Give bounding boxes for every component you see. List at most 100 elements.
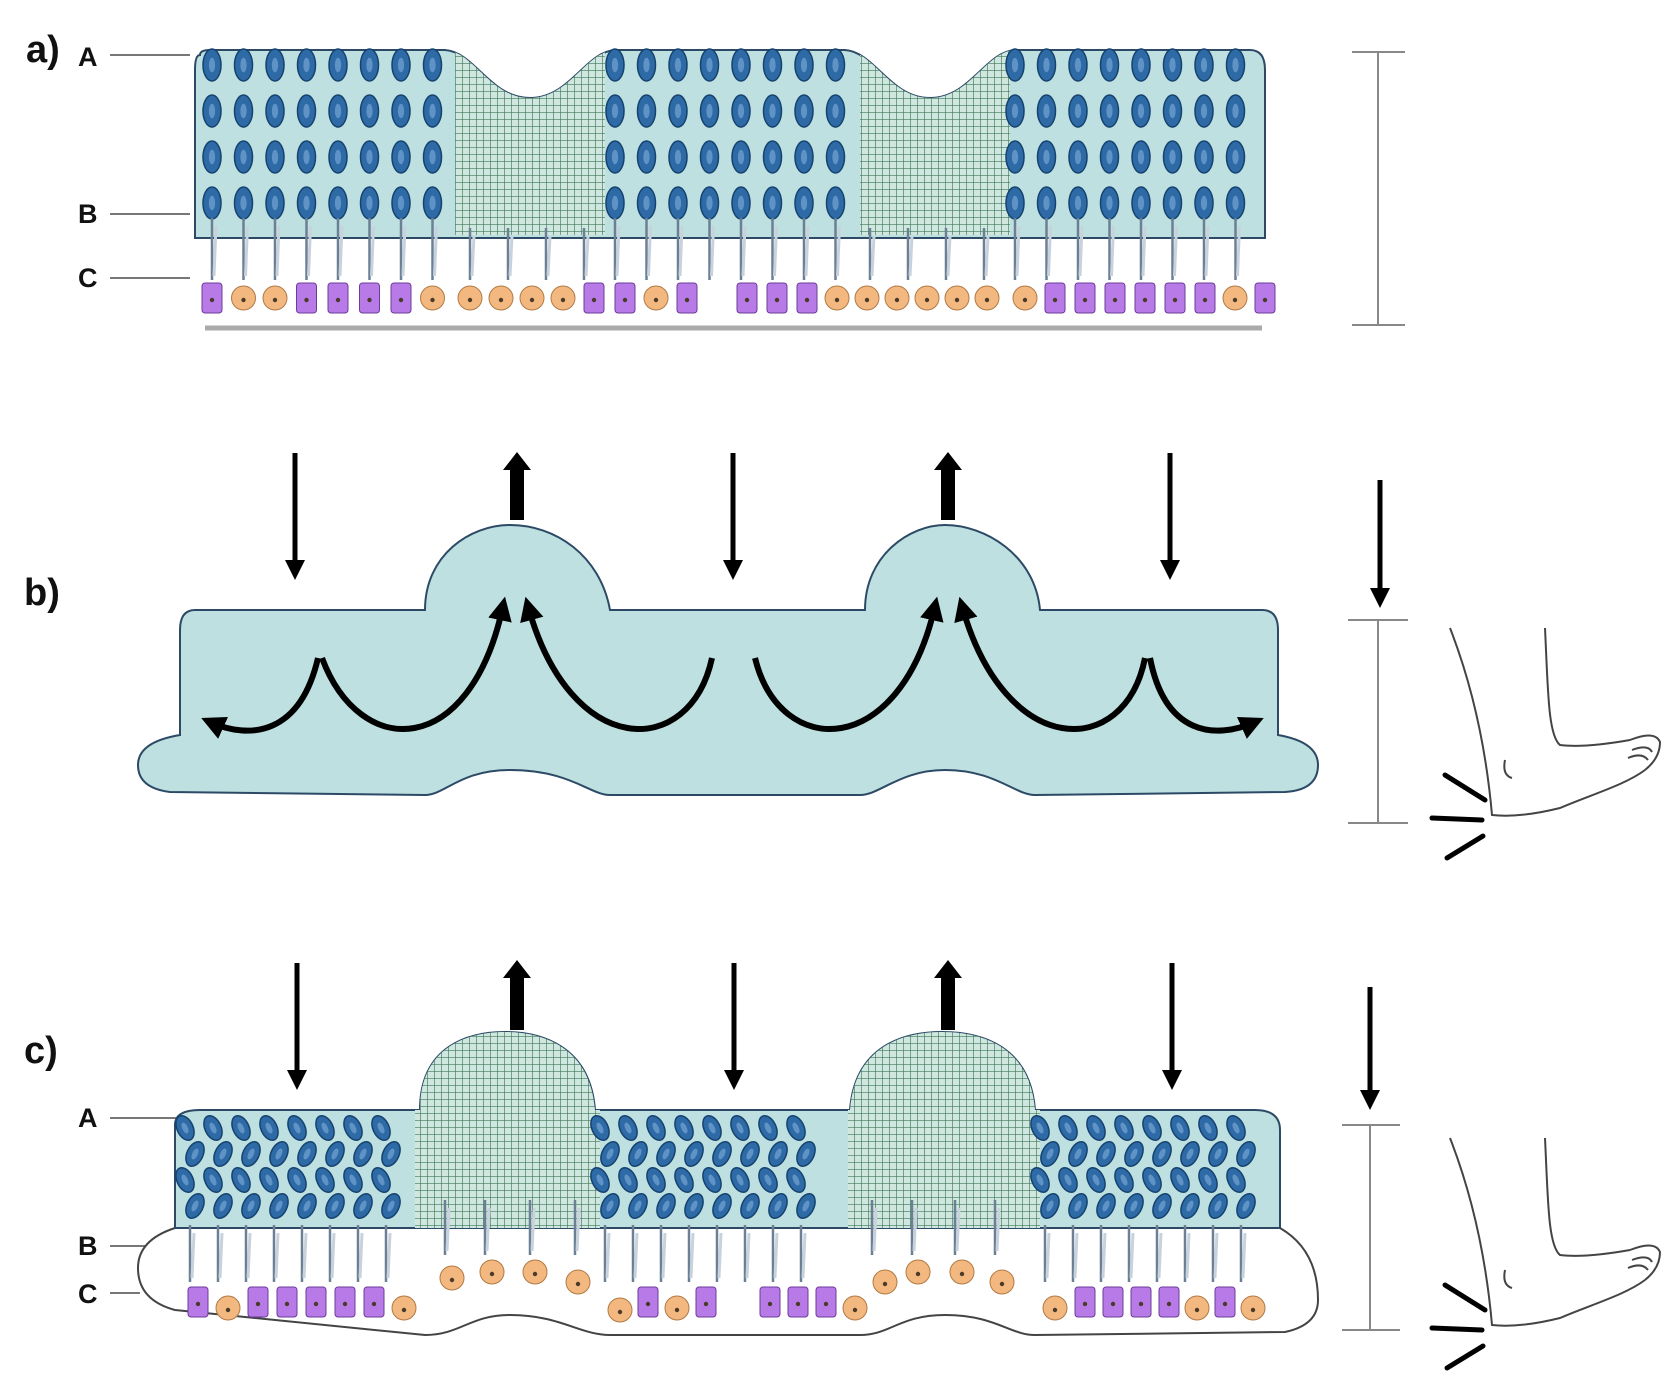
panel-a: a) A B C xyxy=(26,29,1405,331)
molecule-highlight xyxy=(634,1148,642,1160)
chain-shadow xyxy=(717,1232,723,1279)
molecule-highlight xyxy=(366,195,373,211)
molecule-highlight xyxy=(1043,57,1050,73)
molecule-highlight xyxy=(240,149,247,165)
crosslink-mesh-c-1 xyxy=(415,1032,600,1228)
molecule-highlight xyxy=(800,149,808,165)
molecule-highlight xyxy=(334,103,342,119)
layer-label-a-B: B xyxy=(78,199,98,229)
molecule-highlight xyxy=(303,195,310,211)
chain-shadow xyxy=(1015,225,1021,277)
molecule-highlight xyxy=(1130,1200,1138,1212)
base-dot xyxy=(1022,297,1028,303)
chain-shadow xyxy=(302,1232,308,1279)
molecule-highlight xyxy=(219,1148,227,1160)
chain-shadow xyxy=(1157,1232,1163,1279)
base-dot xyxy=(1166,1301,1172,1307)
molecule-highlight xyxy=(366,149,373,165)
molecule-highlight xyxy=(800,57,808,73)
molecule-highlight xyxy=(652,1174,660,1186)
molecule-highlight xyxy=(1011,195,1019,211)
molecule-highlight xyxy=(774,1148,782,1160)
molecule-highlight xyxy=(397,57,405,73)
panel-label-c: c) xyxy=(24,1030,58,1072)
molecule-highlight xyxy=(334,57,342,73)
chain-shadow xyxy=(872,1207,878,1252)
molecule-highlight xyxy=(247,1200,255,1212)
molecule-highlight xyxy=(397,149,405,165)
molecule-highlight xyxy=(1214,1148,1222,1160)
molecule-highlight xyxy=(303,57,310,73)
molecule-highlight xyxy=(1011,103,1019,119)
molecule-highlight xyxy=(1232,57,1239,73)
molecule-highlight xyxy=(1169,103,1176,119)
base-dot xyxy=(1138,1301,1144,1307)
molecule-highlight xyxy=(237,1174,245,1186)
molecule-highlight xyxy=(690,1148,698,1160)
molecule-highlight xyxy=(1130,1148,1138,1160)
chain-shadow xyxy=(615,225,621,277)
molecule-highlight xyxy=(271,149,279,165)
foot-outline-icon xyxy=(1449,627,1662,817)
panel-b: b) xyxy=(24,452,1662,861)
base-dot xyxy=(653,297,659,303)
molecule-highlight xyxy=(331,1200,339,1212)
arrow-down-icon xyxy=(1360,1090,1380,1110)
molecule-highlight xyxy=(690,1200,698,1212)
molecule-highlight xyxy=(1200,103,1208,119)
chain-shadow xyxy=(741,225,747,277)
chain-shadow xyxy=(1047,225,1052,277)
molecule-highlight xyxy=(1074,149,1082,165)
base-dot xyxy=(999,1281,1005,1287)
layer-label-c-A: A xyxy=(78,1103,98,1133)
heel-strike-lines-b xyxy=(1429,772,1488,861)
curved-arrow-icon xyxy=(201,657,321,739)
base-dot xyxy=(498,297,504,303)
swollen-matrix-b xyxy=(136,523,1320,797)
base-dot xyxy=(959,1271,965,1277)
base-dot xyxy=(1250,1307,1256,1313)
base-dot xyxy=(241,297,246,303)
molecule-highlight xyxy=(293,1122,301,1134)
chain-shadow xyxy=(218,1232,224,1279)
base-dot xyxy=(894,297,900,303)
layer-label-a-C: C xyxy=(78,263,98,293)
base-dot xyxy=(804,297,810,303)
molecule-highlight xyxy=(1158,1148,1166,1160)
molecule-highlight xyxy=(293,1174,301,1186)
crosslink-mesh-a-1 xyxy=(455,50,605,235)
base-dot xyxy=(674,1307,680,1313)
molecule-highlight xyxy=(275,1148,283,1160)
base-dot xyxy=(255,1301,261,1307)
crosslink-mesh-a-2 xyxy=(860,50,1010,235)
molecule-highlight xyxy=(1043,103,1050,119)
chain-shadow xyxy=(330,1232,336,1279)
base-dot xyxy=(1052,1307,1058,1313)
molecule-highlight xyxy=(334,149,342,165)
base-dot xyxy=(284,1301,290,1307)
molecule-highlight xyxy=(1046,1200,1054,1212)
molecule-highlight xyxy=(397,195,405,211)
molecule-highlight xyxy=(265,1122,273,1134)
arrow-up-icon xyxy=(934,960,962,978)
chain-shadow xyxy=(401,225,407,277)
molecule-highlight xyxy=(643,149,650,165)
molecule-highlight xyxy=(680,1122,688,1134)
chain-shadow xyxy=(246,1232,252,1279)
heel-strike-lines-c xyxy=(1429,1282,1488,1371)
molecule-highlight xyxy=(1200,149,1208,165)
molecule-highlight xyxy=(706,103,713,119)
base-dot xyxy=(560,297,566,303)
molecule-highlight xyxy=(1214,1200,1222,1212)
molecule-highlight xyxy=(303,149,310,165)
molecule-highlight xyxy=(792,1174,800,1186)
chain-shadow xyxy=(804,225,810,277)
molecule-highlight xyxy=(652,1122,660,1134)
molecule-highlight xyxy=(321,1174,329,1186)
molecule-highlight xyxy=(1011,149,1019,165)
chain-shadow xyxy=(647,225,652,277)
base-dot xyxy=(529,297,535,303)
base-dot xyxy=(744,297,750,303)
base-dot xyxy=(1262,297,1268,303)
molecule-highlight xyxy=(674,103,682,119)
